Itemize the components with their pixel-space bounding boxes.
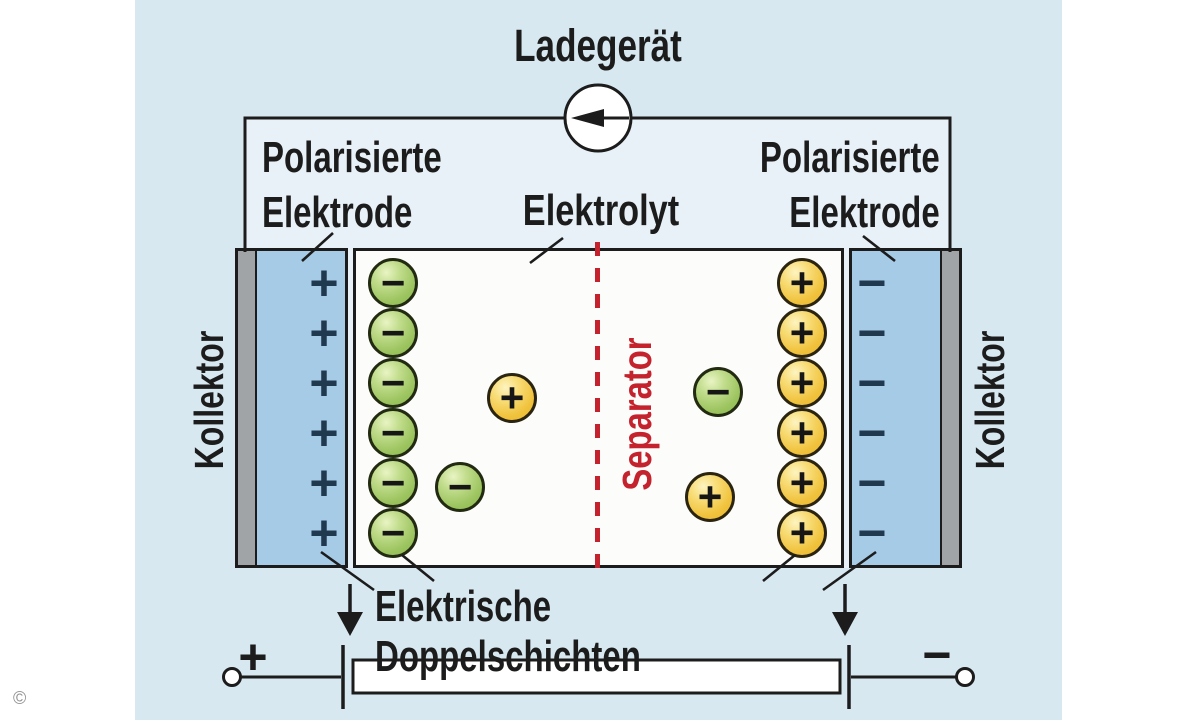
copyright-icon: © bbox=[13, 688, 27, 708]
separator-dashed-line bbox=[595, 242, 600, 576]
capacitor-body bbox=[351, 658, 842, 695]
anion-layer-ion: − bbox=[368, 258, 418, 308]
ion-sign: − bbox=[380, 509, 406, 556]
electrode-plus-sign: + bbox=[309, 455, 339, 511]
electrode-plus-sign: + bbox=[309, 255, 339, 311]
anion-layer-ion: − bbox=[368, 308, 418, 358]
right-electrode-label: Polarisierte Elektrode bbox=[760, 133, 940, 237]
capacitor-circuit bbox=[222, 645, 975, 709]
ion-sign: + bbox=[697, 473, 723, 520]
terminal-plus-label: + bbox=[238, 629, 268, 685]
free-cation: + bbox=[487, 373, 537, 423]
down-arrow-right-head bbox=[832, 612, 858, 636]
terminal-circle-right bbox=[955, 667, 975, 687]
collector-left-label: Kollektor bbox=[186, 330, 232, 470]
anion-layer-ion: − bbox=[368, 408, 418, 458]
ion-sign: + bbox=[789, 409, 815, 456]
ion-sign: − bbox=[380, 359, 406, 406]
free-anion: − bbox=[693, 367, 743, 417]
ion-sign: − bbox=[380, 409, 406, 456]
ion-sign: + bbox=[789, 509, 815, 556]
electrode-plus-sign: + bbox=[309, 505, 339, 561]
electrode-minus-sign: − bbox=[857, 455, 887, 511]
pointer-electrolyte bbox=[529, 236, 564, 265]
pointer-double-layer-3 bbox=[822, 550, 877, 592]
anion-layer-ion: − bbox=[368, 458, 418, 508]
anion-layer-ion: − bbox=[368, 358, 418, 408]
ion-sign: + bbox=[789, 459, 815, 506]
charger-label: Ladegerät bbox=[514, 20, 682, 71]
cation-layer-ion: + bbox=[777, 508, 827, 558]
down-arrows bbox=[337, 584, 858, 636]
pointer-left-electrode bbox=[301, 232, 334, 262]
left-polarized-electrode bbox=[235, 248, 348, 568]
ion-sign: − bbox=[380, 459, 406, 506]
electrode-minus-sign: − bbox=[857, 355, 887, 411]
electrolyte-label: Elektrolyt bbox=[522, 186, 680, 235]
terminal-minus-label: − bbox=[922, 627, 952, 683]
ion-sign: − bbox=[447, 463, 473, 510]
pointer-double-layer-2 bbox=[401, 553, 435, 583]
cation-layer-ion: + bbox=[777, 358, 827, 408]
right-collector-strip bbox=[940, 251, 959, 565]
current-arrow-head bbox=[571, 109, 604, 127]
free-anion: − bbox=[435, 462, 485, 512]
left-electrode-label: Polarisierte Elektrode bbox=[262, 133, 442, 237]
down-arrow-left-head bbox=[337, 612, 363, 636]
electrode-minus-sign: − bbox=[857, 255, 887, 311]
pointer-double-layer-1 bbox=[320, 550, 375, 592]
pointer-lines-bottom bbox=[320, 550, 877, 592]
right-polarized-electrode bbox=[849, 248, 962, 568]
cation-layer-ion: + bbox=[777, 258, 827, 308]
pointer-right-electrode bbox=[862, 234, 896, 263]
pointer-double-layer-4 bbox=[762, 553, 796, 583]
cation-layer-ion: + bbox=[777, 458, 827, 508]
left-collector-strip bbox=[238, 251, 257, 565]
electrode-minus-sign: − bbox=[857, 405, 887, 461]
ion-sign: − bbox=[380, 309, 406, 356]
ion-sign: + bbox=[789, 259, 815, 306]
electrode-minus-sign: − bbox=[857, 305, 887, 361]
pointer-lines-top bbox=[301, 232, 896, 265]
free-cation: + bbox=[685, 472, 735, 522]
cation-layer-ion: + bbox=[777, 408, 827, 458]
anion-layer-ion: − bbox=[368, 508, 418, 558]
ion-sign: + bbox=[789, 359, 815, 406]
separator-label: Separator bbox=[614, 337, 660, 491]
ion-sign: − bbox=[380, 259, 406, 306]
ion-sign: − bbox=[705, 368, 731, 415]
electrode-plus-sign: + bbox=[309, 355, 339, 411]
ion-sign: + bbox=[789, 309, 815, 356]
terminal-circle-left bbox=[222, 667, 242, 687]
electrode-plus-sign: + bbox=[309, 305, 339, 361]
cation-layer-ion: + bbox=[777, 308, 827, 358]
electrode-plus-sign: + bbox=[309, 405, 339, 461]
electrode-minus-sign: − bbox=[857, 505, 887, 561]
ion-sign: + bbox=[499, 374, 525, 421]
collector-right-label: Kollektor bbox=[967, 330, 1013, 470]
double-layers-label: Elektrische Doppelschichten bbox=[375, 582, 641, 681]
